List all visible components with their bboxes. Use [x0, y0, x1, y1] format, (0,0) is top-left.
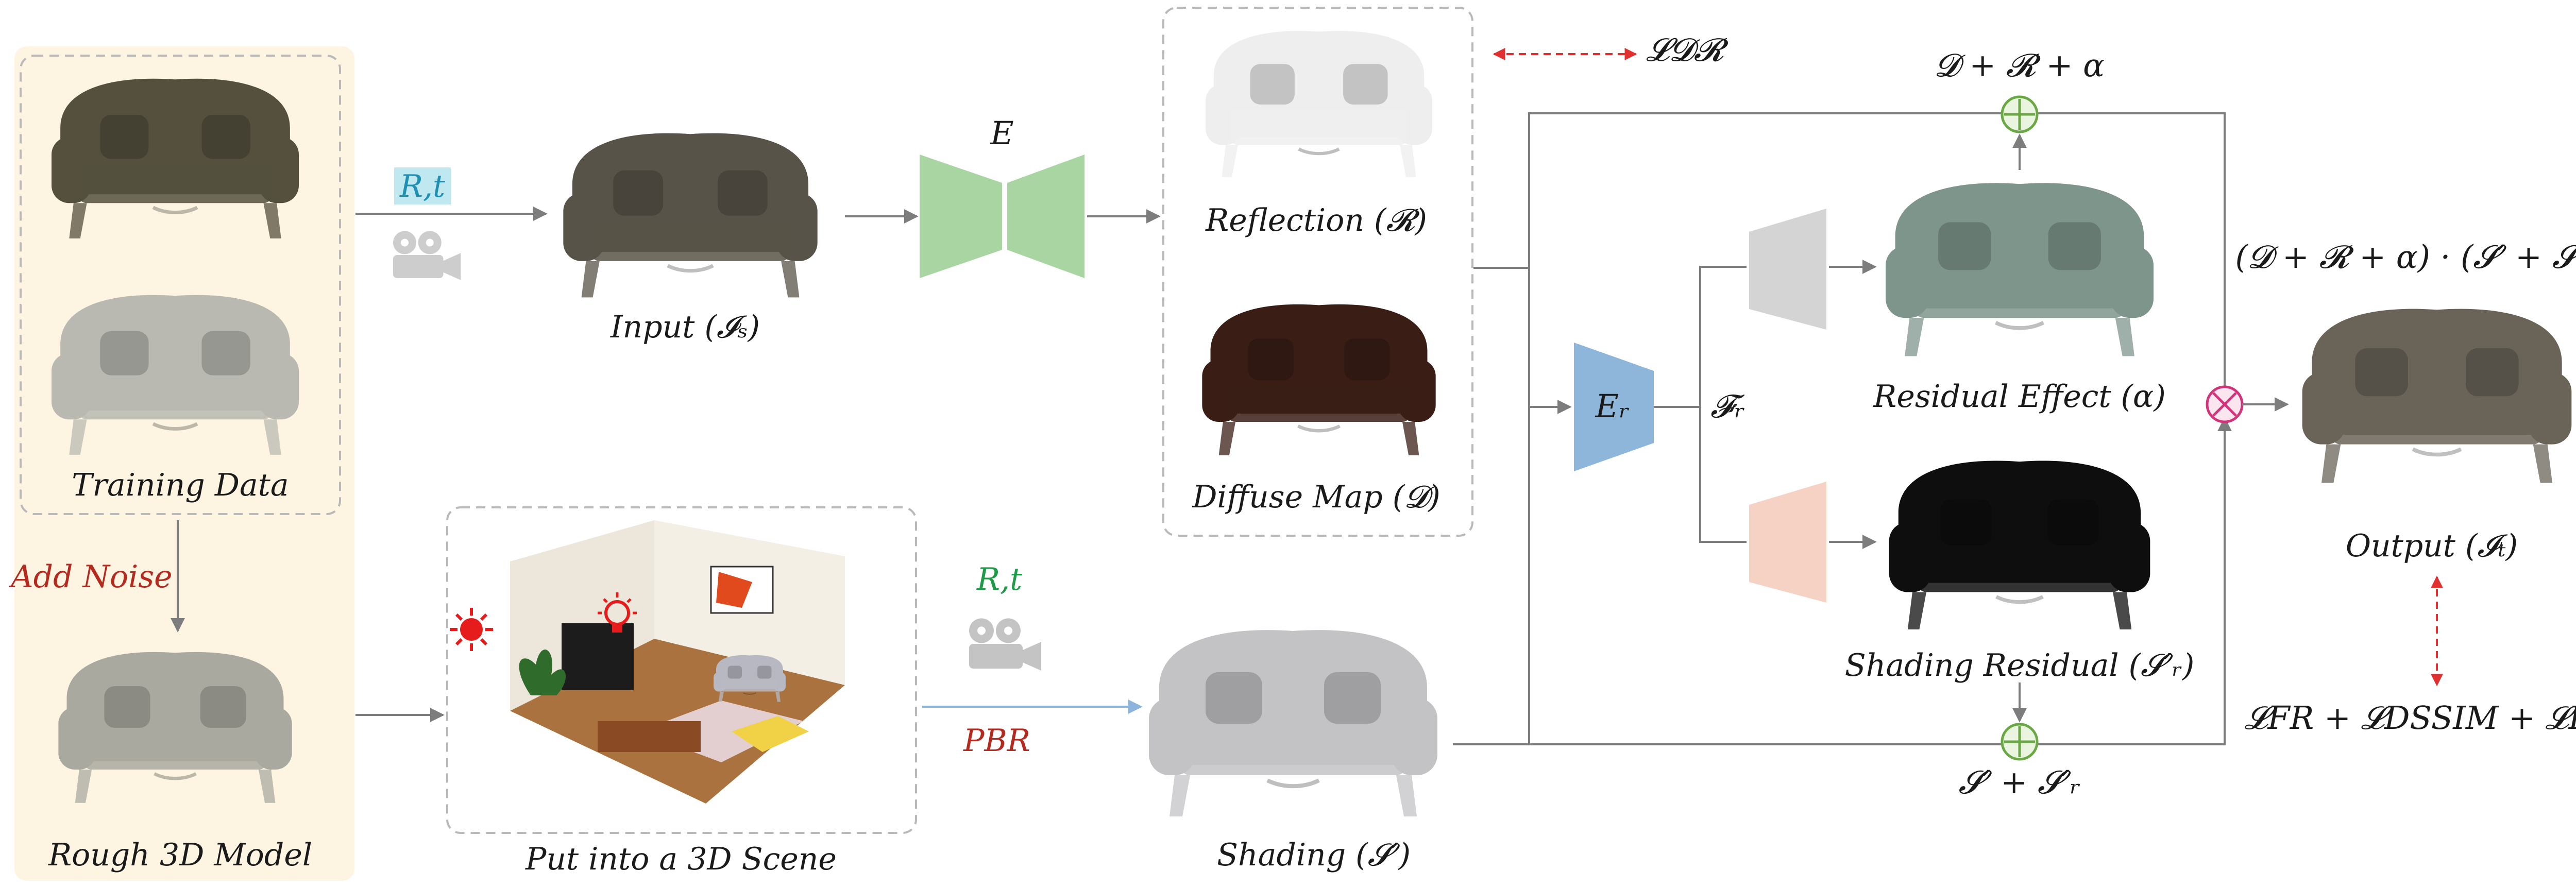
sum-bottom-label: 𝓢′ + 𝓢′ᵣ [1958, 763, 2080, 801]
feature-fr-label: 𝓕ᵣ [1710, 387, 1745, 425]
decomposition-box: Reflection (𝓡) Diffuse Map (𝓓) [1162, 7, 1473, 537]
shading-residual-label: Shading Residual (𝓢′ᵣ) [1845, 647, 2195, 684]
residual-effect-label: Residual Effect (α) [1873, 379, 2166, 415]
output-label: Output (𝓘ₜ) [2346, 528, 2518, 564]
decoder-shading [1749, 482, 1826, 603]
output-sofa [2302, 309, 2572, 483]
training-panel: Training Data Add Noise Rough 3D Model [8, 46, 354, 881]
camera-icon [969, 618, 1041, 671]
add-noise-label: Add Noise [8, 559, 172, 595]
rt-highlight [394, 167, 451, 204]
rt-top-label: R,t [399, 168, 446, 204]
decoder-residual [1749, 209, 1826, 330]
rt-bottom-label: R,t [976, 561, 1023, 598]
input-sofa [563, 133, 817, 298]
residual-effect-sofa [1886, 183, 2154, 356]
times-circle-icon [2206, 385, 2244, 423]
training-data-label: Training Data [72, 467, 289, 503]
pbr-label: PBR [963, 723, 1030, 759]
loss-dr-label: 𝓛𝓓𝓡 [1646, 31, 1729, 69]
sun-light-icon [450, 608, 493, 651]
shading-label: Shading (𝓢′) [1217, 837, 1411, 873]
plus-circle-icon [2001, 723, 2039, 761]
reflection-label: Reflection (𝓡) [1205, 202, 1427, 238]
encoder-e-label: E [990, 114, 1013, 152]
put-into-scene-label: Put into a 3D Scene [525, 841, 837, 877]
encoder-er [1574, 343, 1654, 471]
shading-sofa [1149, 630, 1437, 816]
diffuse-sofa [1202, 304, 1435, 455]
sum-top-label: 𝓓 + 𝓡 + α [1935, 46, 2105, 84]
shading-residual-sofa [1889, 461, 2150, 629]
reflection-sofa [1206, 31, 1432, 177]
light-bulb-icon [598, 592, 637, 633]
plus-circle-icon [2001, 95, 2039, 133]
camera-icon [393, 231, 461, 280]
input-label: Input (𝓘ₛ) [610, 309, 760, 345]
rough-model-label: Rough 3D Model [48, 837, 312, 873]
scene-box: Put into a 3D Scene [446, 506, 917, 877]
loss-total-label: 𝓛FR + 𝓛DSSIM + 𝓛Lab [2244, 699, 2576, 737]
diffuse-map-label: Diffuse Map (𝓓) [1192, 479, 1440, 515]
encoder-e [920, 155, 1084, 278]
encoder-er-label: Eᵣ [1595, 387, 1630, 425]
product-label: (𝓓 + 𝓡 + α) · (𝓢′ + 𝓢′ᵣ) [2235, 238, 2576, 276]
